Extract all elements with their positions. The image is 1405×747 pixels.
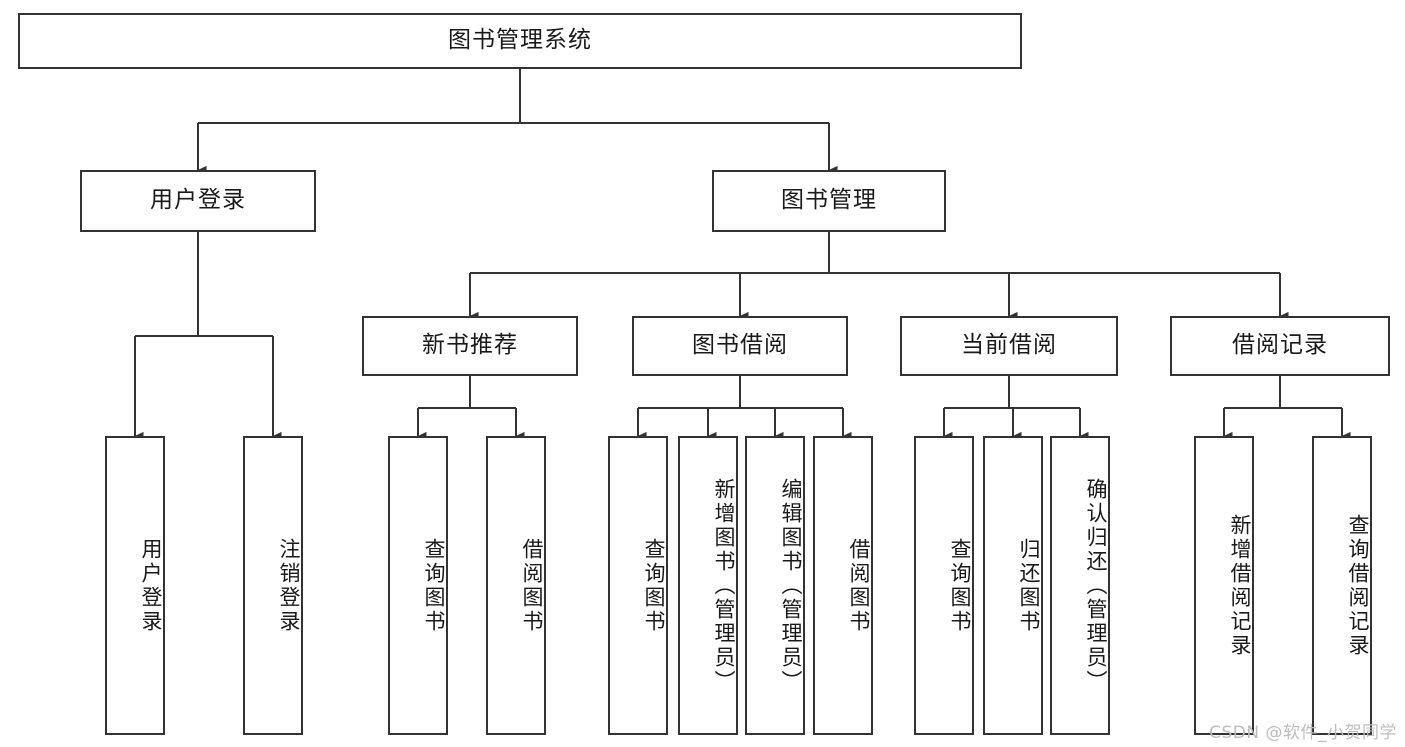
node-new-book-recommend[interactable]: 新书推荐: [362, 316, 578, 376]
connector-layer: [133, 69, 1351, 441]
node-label-leaf-borrow-book-1: 借阅图书: [520, 537, 544, 634]
node-label-current-borrow: 当前借阅: [961, 332, 1057, 359]
node-leaf-logout[interactable]: 注销登录: [243, 436, 303, 735]
node-leaf-query-book-2[interactable]: 查询图书: [608, 436, 668, 735]
node-leaf-add-book-admin[interactable]: 新增图书（管理员）: [678, 436, 738, 735]
node-label-borrow-record: 借阅记录: [1232, 332, 1328, 359]
node-leaf-query-book-3[interactable]: 查询图书: [914, 436, 974, 735]
node-leaf-borrow-book-2[interactable]: 借阅图书: [813, 436, 873, 735]
node-leaf-edit-book-admin[interactable]: 编辑图书（管理员）: [745, 436, 805, 735]
node-borrow-record[interactable]: 借阅记录: [1170, 316, 1390, 376]
node-leaf-user-login[interactable]: 用户登录: [105, 436, 165, 735]
node-label-leaf-add-book-admin: 新增图书（管理员）: [712, 477, 736, 694]
node-current-borrow[interactable]: 当前借阅: [900, 316, 1118, 376]
node-label-new-book-recommend: 新书推荐: [422, 332, 518, 359]
node-label-leaf-query-book-2: 查询图书: [642, 537, 666, 634]
node-label-leaf-query-book-1: 查询图书: [422, 537, 446, 634]
node-user-login[interactable]: 用户登录: [80, 170, 316, 232]
node-label-user-login: 用户登录: [150, 187, 246, 214]
node-label-leaf-logout: 注销登录: [277, 537, 301, 634]
node-label-book-borrow: 图书借阅: [692, 332, 788, 359]
node-label-leaf-query-borrow-record: 查询借阅记录: [1346, 513, 1370, 658]
node-label-leaf-add-borrow-record: 新增借阅记录: [1228, 513, 1252, 658]
node-label-leaf-borrow-book-2: 借阅图书: [847, 537, 871, 634]
node-label-leaf-confirm-return-admin: 确认归还（管理员）: [1084, 477, 1108, 694]
node-label-leaf-return-book: 归还图书: [1017, 537, 1041, 634]
node-label-root: 图书管理系统: [448, 27, 592, 54]
node-root[interactable]: 图书管理系统: [18, 13, 1022, 69]
node-leaf-borrow-book-1[interactable]: 借阅图书: [486, 436, 546, 735]
node-leaf-add-borrow-record[interactable]: 新增借阅记录: [1194, 436, 1254, 735]
node-label-leaf-edit-book-admin: 编辑图书（管理员）: [779, 477, 803, 694]
node-leaf-return-book[interactable]: 归还图书: [983, 436, 1043, 735]
node-label-book-manage: 图书管理: [781, 187, 877, 214]
node-label-leaf-user-login: 用户登录: [139, 537, 163, 634]
node-book-borrow[interactable]: 图书借阅: [632, 316, 848, 376]
node-label-leaf-query-book-3: 查询图书: [948, 537, 972, 634]
node-leaf-query-book-1[interactable]: 查询图书: [388, 436, 448, 735]
node-book-manage[interactable]: 图书管理: [712, 170, 946, 232]
node-leaf-confirm-return-admin[interactable]: 确认归还（管理员）: [1050, 436, 1110, 735]
node-leaf-query-borrow-record[interactable]: 查询借阅记录: [1312, 436, 1372, 735]
